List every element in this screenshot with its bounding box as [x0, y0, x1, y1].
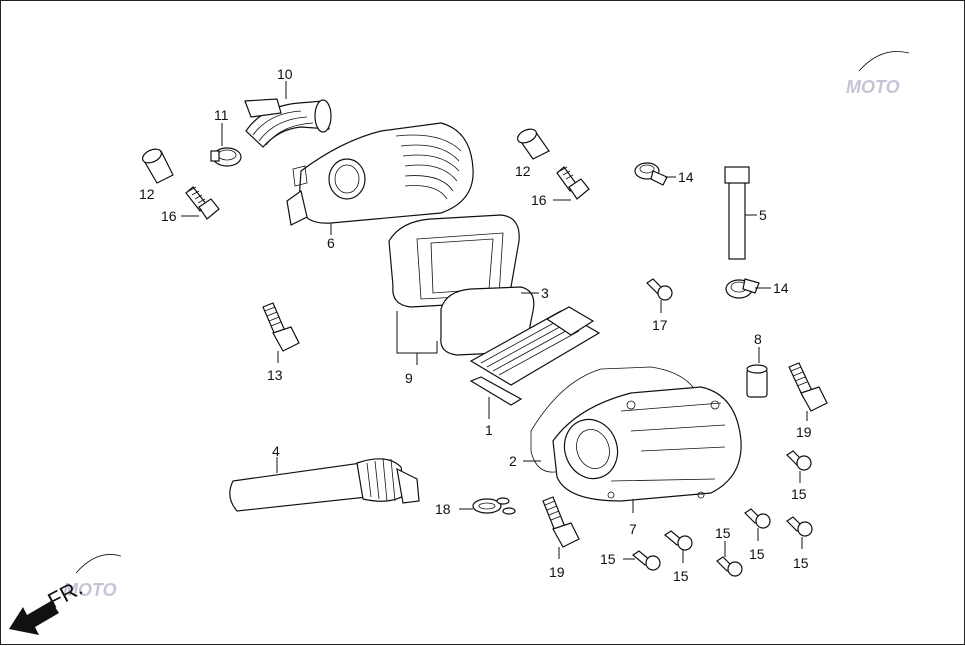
part-15-screw-b — [631, 550, 661, 571]
callout-12-left: 12 — [139, 186, 155, 202]
callout-18: 18 — [435, 501, 451, 517]
part-2-case-gasket — [530, 366, 702, 473]
part-6-cleaner-cover — [286, 122, 474, 226]
callout-10: 10 — [277, 66, 293, 82]
callout-12-right: 12 — [515, 163, 531, 179]
part-17-screw — [646, 278, 673, 301]
callout-15-c: 15 — [673, 568, 689, 584]
callout-15-f: 15 — [793, 555, 809, 571]
part-4-connecting-tube — [229, 458, 420, 512]
part-7-cleaner-case — [552, 386, 742, 502]
callout-6: 6 — [327, 235, 335, 251]
callout-16-left: 16 — [161, 208, 177, 224]
part-15-screw-a — [786, 450, 812, 471]
part-15-screw-d — [716, 556, 743, 577]
part-13-bolt — [262, 302, 300, 352]
callout-15-b: 15 — [600, 551, 616, 567]
part-1-filter-element — [469, 306, 601, 406]
callout-5: 5 — [759, 207, 767, 223]
part-16-bolt-left — [185, 186, 220, 220]
callout-7: 7 — [629, 521, 637, 537]
callout-2: 2 — [509, 453, 517, 469]
callout-3: 3 — [541, 285, 549, 301]
part-14-clamp-top — [634, 162, 668, 186]
part-16-bolt-right — [556, 166, 590, 200]
callout-14-top: 14 — [678, 169, 694, 185]
part-12-plug-right — [516, 128, 550, 160]
part-15-screw-f — [786, 516, 813, 537]
part-18-o-rings — [472, 497, 516, 515]
callout-16-right: 16 — [531, 192, 547, 208]
callout-4: 4 — [272, 443, 280, 459]
callout-13: 13 — [267, 367, 283, 383]
part-15-screw-e — [744, 508, 771, 529]
part-10-intake-duct — [244, 98, 332, 148]
callout-14-lower: 14 — [773, 280, 789, 296]
callout-15-e: 15 — [749, 546, 765, 562]
watermark-text: MOTO — [846, 77, 900, 97]
part-9-seal-gasket — [388, 214, 535, 356]
watermark-bottom-left: MOTO — [63, 554, 122, 600]
front-direction-arrow: FR. — [9, 575, 87, 635]
callout-1: 1 — [485, 422, 493, 438]
part-15-screw-c — [663, 530, 693, 551]
callout-17: 17 — [652, 317, 668, 333]
callout-15-a: 15 — [791, 486, 807, 502]
part-19-bolt-lower — [542, 496, 580, 548]
part-5-drain-tube — [724, 166, 750, 260]
part-8-sensor — [746, 364, 768, 398]
callout-19-lower: 19 — [549, 564, 565, 580]
part-11-hose-clamp — [210, 147, 242, 167]
callout-9: 9 — [405, 370, 413, 386]
watermark-top-right: MOTO — [846, 51, 910, 97]
part-19-bolt-right — [788, 362, 828, 412]
callout-15-d: 15 — [715, 525, 731, 541]
part-12-plug-left — [141, 148, 174, 184]
callout-8: 8 — [754, 331, 762, 347]
watermark-text-bl: MOTO — [63, 580, 117, 600]
callout-19-right: 19 — [796, 424, 812, 440]
part-14-clamp-lower — [725, 278, 760, 299]
callout-11: 11 — [214, 107, 229, 123]
